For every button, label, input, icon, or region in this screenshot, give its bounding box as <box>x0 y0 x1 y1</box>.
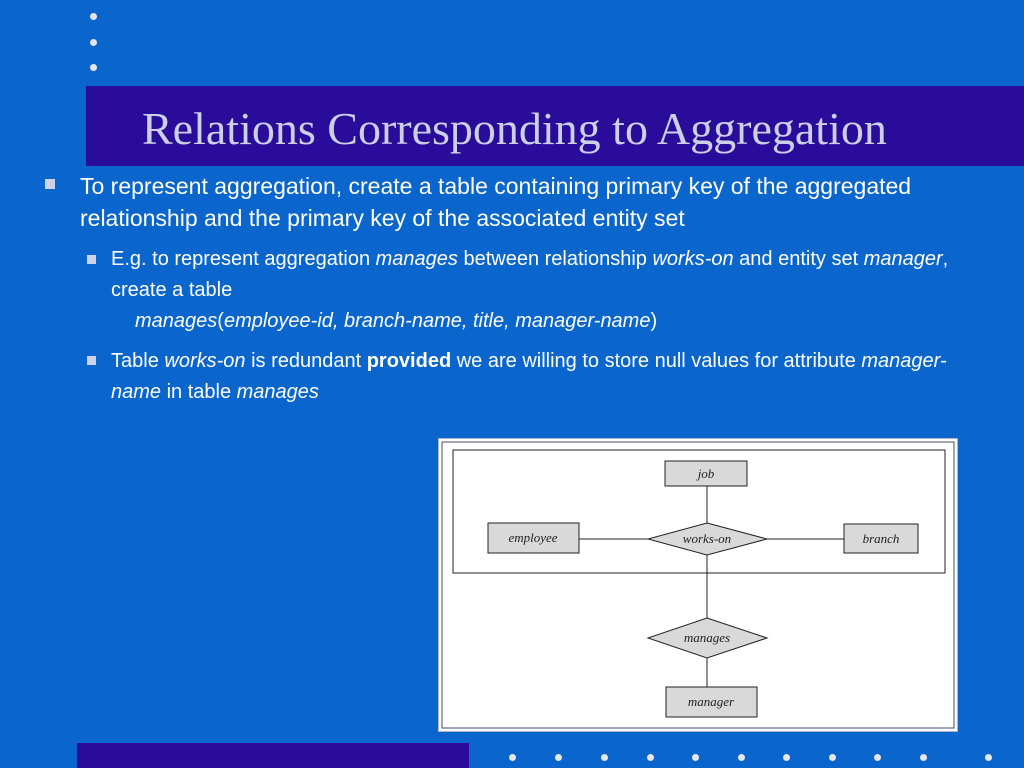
italic-term: manager-name <box>111 350 947 403</box>
text-run: we are willing to store null values for … <box>451 350 862 372</box>
entity-rect <box>487 522 580 554</box>
aggregation-box <box>452 449 946 574</box>
decor-dot <box>692 754 699 761</box>
italic-term: works-on <box>652 248 734 270</box>
italic-term: manages <box>236 381 319 403</box>
text-run: Table <box>111 350 165 372</box>
entity-employee: employee <box>487 522 580 554</box>
entity-label: manager <box>688 694 735 709</box>
entity-manager: manager <box>665 686 758 718</box>
decor-dot <box>509 754 516 761</box>
sub-bullet-square-icon <box>87 255 96 264</box>
bold-term: provided <box>366 350 452 372</box>
italic-term: manages <box>375 248 458 270</box>
entity-label: branch <box>863 531 900 546</box>
decor-dot <box>920 754 927 761</box>
schema-paren: ) <box>650 310 658 332</box>
relationship-label: works-on <box>683 531 731 546</box>
decor-dot <box>90 64 97 71</box>
bullet-sub-2: Table works-on is redundant provided we … <box>111 346 991 408</box>
relationship-diamond <box>646 522 769 556</box>
decor-dot <box>783 754 790 761</box>
schema-table-name: manages <box>135 310 218 332</box>
decor-dot <box>985 754 992 761</box>
entity-rect <box>664 460 748 487</box>
bullet-main: To represent aggregation, create a table… <box>80 173 912 231</box>
text-run: is redundant <box>245 350 367 372</box>
slide-title: Relations Corresponding to Aggregation <box>142 103 887 154</box>
bullet-square-icon <box>45 179 55 189</box>
relationship-diamond <box>646 617 769 659</box>
figure-border <box>441 441 955 729</box>
bottom-bar <box>77 743 469 768</box>
text-run: in table <box>161 381 237 403</box>
entity-label: job <box>696 466 715 481</box>
decor-dot <box>601 754 608 761</box>
entity-branch: branch <box>843 523 919 554</box>
italic-term: works-on <box>164 350 246 372</box>
text-run: E.g. to represent aggregation <box>111 248 376 270</box>
schema-paren: ( <box>217 310 224 332</box>
text-run: between relationship <box>457 248 653 270</box>
decor-dot <box>90 39 97 46</box>
schema-line: manages(employee-id, branch-name, title,… <box>111 306 991 337</box>
decor-dot <box>829 754 836 761</box>
relationship-manages: manages <box>646 617 769 659</box>
er-diagram: job employee branch works-on manages man… <box>441 441 955 729</box>
decor-dot <box>647 754 654 761</box>
title-bar: Relations Corresponding to Aggregation <box>86 86 1024 166</box>
text-run: and entity set <box>733 248 864 270</box>
italic-term: manager <box>863 248 943 270</box>
schema-attributes: employee-id, branch-name, title, manager… <box>223 310 651 332</box>
text-run: , create a table <box>111 248 949 301</box>
er-diagram-figure: job employee branch works-on manages man… <box>438 438 958 732</box>
bullet-sub-1: E.g. to represent aggregation manages be… <box>111 244 991 337</box>
entity-job: job <box>664 460 748 487</box>
decor-dot <box>874 754 881 761</box>
relationship-works-on: works-on <box>646 522 769 556</box>
decor-dot <box>738 754 745 761</box>
sub-bullet-square-icon <box>87 356 96 365</box>
entity-rect <box>843 523 919 554</box>
entity-label: employee <box>508 530 557 545</box>
relationship-label: manages <box>684 630 730 645</box>
decor-dot <box>90 13 97 20</box>
entity-rect <box>665 686 758 718</box>
decor-dot <box>555 754 562 761</box>
